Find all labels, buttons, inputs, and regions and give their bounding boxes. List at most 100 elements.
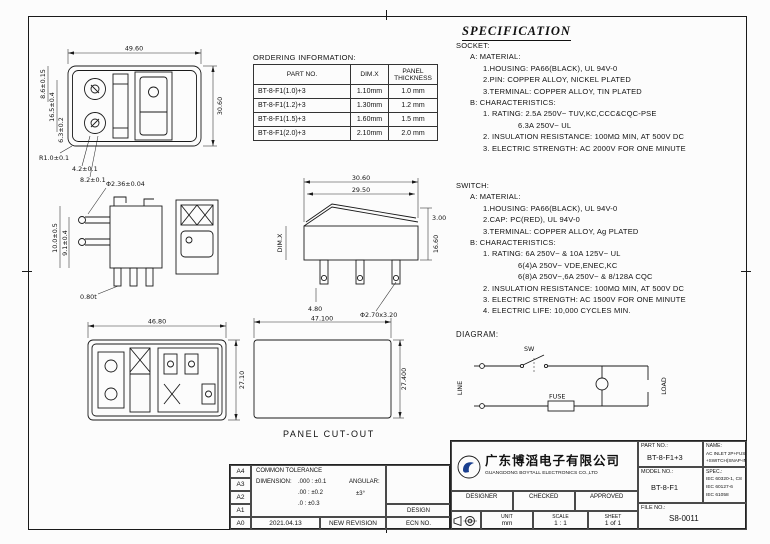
part-no-value: BT-8-F1+3 (647, 453, 683, 462)
dim-height: 27.10 (238, 371, 246, 389)
part-no-cell: BT-8-F1(1.5)+3 (253, 112, 351, 127)
center-tick (741, 271, 751, 273)
dim-x-cell: 2.10mm (350, 126, 389, 141)
dim-radius: R1.0±0.1 (39, 154, 69, 162)
spec-line: 2.CAP: PC(RED), UL 94V-0 (483, 215, 581, 225)
dim-label: 4.80 (308, 305, 322, 313)
tolerance-value: .000 : ±0.1 (298, 479, 327, 485)
spec-line: 3. ELECTRIC STRENGTH: AC 1500V FOR ONE M… (483, 295, 686, 305)
projection-symbol-cell (451, 511, 481, 530)
ordering-row: BT-8-F1(1.0)+3 1.10mm 1.0 mm (253, 84, 438, 99)
circuit-diagram: LINE LOAD SW FUSE (456, 345, 668, 412)
ordering-row: BT-8-F1(1.5)+3 1.60mm 1.5 mm (253, 112, 438, 127)
angular-value: ±3° (356, 491, 366, 497)
dim-width: 49.60 (125, 45, 143, 53)
part-no-cell: BT-8-F1(1.0)+3 (253, 84, 351, 99)
model-no-label: MODEL NO.: (641, 469, 674, 475)
panel-thickness-cell: 1.0 mm (388, 84, 438, 99)
spec-std-2: IEC 60127-6 (706, 485, 733, 490)
spec-line: 6(8)A 250V~,6A 250V~ & 8/128A CQC (518, 272, 653, 282)
tolerance-cell: COMMON TOLERANCE DIMENSION: .000 : ±0.1 … (251, 465, 386, 517)
col-header-part: PART NO. (253, 64, 351, 85)
dim-label: 9.1±0.4 (61, 230, 69, 256)
switch-view-drawing: 30.60 29.50 DIM.X 3.00 16.60 4.80 Φ2.70x… (276, 174, 446, 319)
tolerance-dim-label: DIMENSION: (256, 479, 292, 485)
rear-view-dim-lines (87, 322, 240, 421)
ecn-no-header: ECN NO. (386, 517, 451, 530)
dim-width: 30.60 (352, 174, 370, 182)
designer-cell: DESIGNER (451, 491, 513, 511)
unit-cell: UNIT mm (481, 511, 533, 530)
spec-line: 2. INSULATION RESISTANCE: 100MΩ MIN, AT … (483, 132, 685, 142)
side-view-body (78, 196, 219, 287)
file-no-cell: FILE NO.: S8-0011 (638, 503, 747, 530)
rev-row-label: A3 (230, 478, 251, 491)
switch-spec-block: SWITCH: A: MATERIAL: 1.HOUSING: PA66(BLA… (456, 180, 686, 317)
dim-label: 6.3±0.2 (57, 117, 65, 143)
dim-label: 16.60 (432, 235, 440, 253)
revision-description: NEW REVISION (320, 517, 386, 530)
unit-value: mm (501, 520, 513, 527)
approved-cell: APPROVED (575, 491, 638, 511)
approved-label: APPROVED (590, 494, 624, 500)
ordering-row: BT-8-F1(1.2)+3 1.30mm 1.2 mm (253, 98, 438, 113)
file-no-label: FILE NO.: (641, 505, 666, 511)
rear-view-drawing: 46.80 27.10 (87, 318, 246, 421)
col-header-panel-line1: PANEL (402, 67, 424, 75)
name-label: NAME: (706, 443, 722, 449)
switch-view-body (303, 203, 419, 285)
panel-cutout-label: PANEL CUT-OUT (283, 429, 375, 439)
dim-label: 16.5±0.4 (48, 92, 56, 122)
angular-label: ANGULAR: (349, 479, 380, 485)
circuit-wires (474, 354, 649, 412)
spec-line: 4. ELECTRIC LIFE: 10,000 CYCLES MIN. (483, 306, 631, 316)
tolerance-title: COMMON TOLERANCE (256, 468, 323, 474)
spec-line: 6(4)A 250V~ VDE,ENEC,KC (518, 260, 618, 270)
spec-label: SPEC.: (706, 469, 723, 475)
spec-std-3: IEC 61058 (706, 493, 729, 498)
company-cell: 广东博滔电子有限公司 GUANGDONG BOYTALL ELECTRONICS… (451, 441, 638, 491)
rear-view-body (87, 339, 227, 421)
diagram-label: DIAGRAM: (456, 330, 499, 339)
front-view-dim-lines (47, 49, 217, 178)
spec-line: A: MATERIAL: (470, 192, 521, 202)
col-header-dim: DIM.X (350, 64, 389, 85)
front-view-drawing: 49.60 30.60 8.6±0.15 16.5±0.4 6.3±0.2 R1… (39, 45, 224, 185)
sheet-cell: SHEET 1 of 1 (588, 511, 638, 530)
spec-line: 3.TERMINAL: COPPER ALLOY, TIN PLATED (483, 86, 642, 96)
dim-x-label: DIM.X (276, 233, 284, 252)
panel-thickness-cell: 1.2 mm (388, 98, 438, 113)
company-name-cn: 广东博滔电子有限公司 (485, 454, 621, 468)
switch-view-dim-lines (285, 178, 432, 312)
design-header: DESIGN (386, 504, 451, 517)
empty-cell (386, 465, 451, 504)
panel-cutout-drawing: 47.100 27.400 (253, 315, 408, 419)
tolerance-value: .0 : ±0.3 (298, 501, 320, 507)
spec-line: 1. RATING: 2.5A 250V~ TUV,KC,CCC&CQC-PSE (483, 109, 657, 119)
ordering-row: BT-8-F1(2.0)+3 2.10mm 2.0 mm (253, 126, 438, 141)
spec-title: SPECIFICATION (462, 24, 571, 41)
revision-tolerance-block: A4 A3 A2 A1 A0 COMMON TOLERANCE DIMENSIO… (229, 464, 451, 530)
dim-width-inner: 29.50 (352, 186, 370, 194)
spec-line: B: CHARACTERISTICS: (470, 238, 556, 248)
socket-spec-block: SOCKET: A: MATERIAL: 1.HOUSING: PA66(BLA… (456, 40, 686, 154)
dim-label: 3.00 (432, 214, 446, 222)
center-tick (22, 271, 32, 273)
col-header-panel: PANEL THICKNESS (388, 64, 438, 85)
panel-thickness-cell: 2.0 mm (388, 126, 438, 141)
third-angle-projection-icon (453, 515, 477, 526)
tolerance-value: .00 : ±0.2 (298, 490, 323, 496)
dim-hole: Φ2.70x3.20 (360, 311, 397, 319)
dim-label: 8.6±0.15 (39, 69, 47, 99)
dim-height: 27.400 (400, 368, 408, 390)
dim-x-cell: 1.10mm (350, 84, 389, 99)
spec-line: SWITCH: (456, 181, 490, 190)
spec-std-1: IEC 60320-1, C8 (706, 477, 742, 482)
dim-label: 10.0±0.5 (51, 223, 59, 253)
spec-line: A: MATERIAL: (470, 52, 521, 62)
cutout-outline (253, 339, 392, 419)
cutout-dim-lines (253, 318, 404, 419)
ordering-table: PART NO. DIM.X PANEL THICKNESS BT-8-F1(1… (253, 64, 438, 141)
part-no-cell: PART NO.: BT-8-F1+3 (638, 441, 703, 467)
